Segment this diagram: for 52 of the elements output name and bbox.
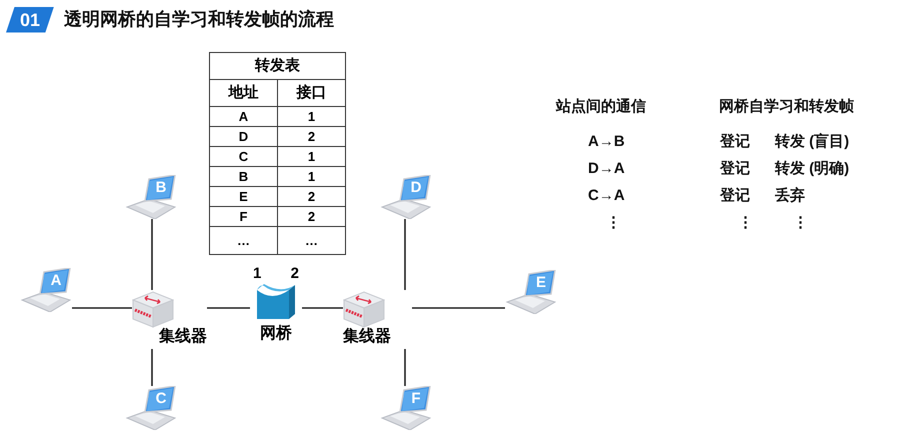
laptop-letter: D — [410, 178, 422, 198]
cable-line — [404, 349, 406, 386]
table-cell: C — [210, 146, 278, 166]
cable-line — [72, 307, 132, 309]
table-cell: … — [210, 226, 278, 254]
step-text: 转发 (盲目) — [775, 132, 850, 152]
number-badge: 01 — [6, 6, 54, 32]
table-cell: 1 — [278, 106, 346, 126]
communication-pair: C→A — [588, 186, 625, 206]
step-text: 丢弃 — [775, 186, 805, 206]
laptop-letter: A — [50, 271, 62, 291]
cable-line — [412, 307, 505, 309]
table-cell: D — [210, 126, 278, 146]
step-text: 登记 — [720, 186, 750, 206]
table-header-cell: 地址 — [210, 80, 278, 106]
ellipsis: ⋮ — [738, 213, 753, 233]
cable-line — [151, 219, 153, 290]
table-header-cell: 接口 — [278, 80, 346, 106]
device-label: 网桥 — [260, 325, 292, 342]
table-cell: F — [210, 206, 278, 226]
step-text: 登记 — [720, 159, 750, 179]
laptop-letter: E — [534, 273, 547, 293]
laptop-letter: B — [154, 178, 168, 198]
table-cell: 1 — [278, 146, 346, 166]
table-cell: E — [210, 186, 278, 206]
cable-line — [404, 219, 406, 290]
step-text: 登记 — [720, 132, 750, 152]
table-cell: 2 — [278, 186, 346, 206]
table-cell: B — [210, 166, 278, 186]
communication-pair: D→A — [588, 159, 625, 179]
cable-line — [151, 349, 153, 386]
table-cell: 2 — [278, 206, 346, 226]
step-text: 转发 (明确) — [775, 159, 850, 179]
cable-line — [207, 307, 250, 309]
ellipsis: ⋮ — [793, 213, 808, 233]
table-cell: A — [210, 106, 278, 126]
port-number: 2 — [290, 266, 299, 282]
device-label: 集线器 — [159, 328, 207, 345]
ellipsis: ⋮ — [606, 213, 621, 233]
laptop-letter: C — [154, 389, 168, 409]
table-header-cell: 转发表 — [210, 52, 346, 80]
column-heading: 站点间的通信 — [556, 97, 646, 117]
table-cell: 2 — [278, 126, 346, 146]
cable-line — [302, 307, 343, 309]
port-number: 1 — [253, 266, 262, 282]
title: 透明网桥的自学习和转发帧的流程 — [64, 8, 334, 31]
column-heading: 网桥自学习和转发帧 — [719, 97, 854, 117]
device-label: 集线器 — [343, 328, 391, 345]
table-cell: … — [278, 226, 346, 254]
laptop-letter: F — [410, 389, 422, 409]
table-cell: 1 — [278, 166, 346, 186]
communication-pair: A→B — [588, 132, 625, 152]
